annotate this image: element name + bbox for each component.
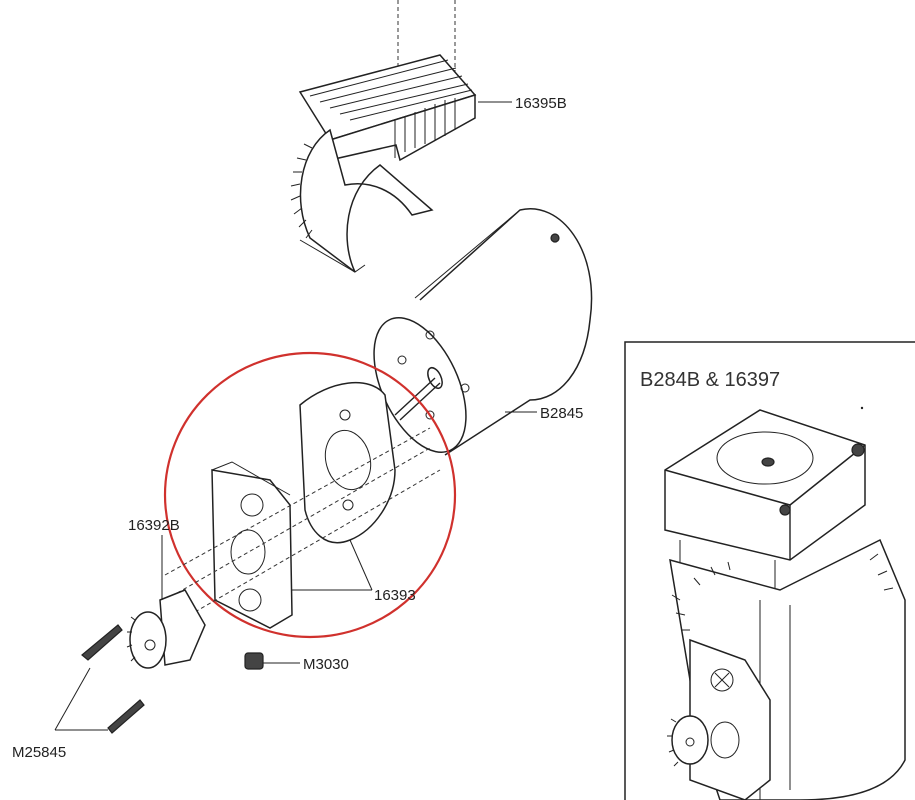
label-pinion: 16392B (128, 517, 180, 534)
inset-panel: B284B & 16397 (624, 341, 915, 800)
label-heatsink: 16395B (515, 95, 567, 112)
mount-plate-drawing (164, 382, 441, 629)
label-mount-plate: 16393 (374, 587, 416, 604)
set-screw-drawing (244, 652, 300, 670)
motor-drawing (373, 208, 593, 456)
highlight-circle (163, 351, 457, 639)
screws-drawing (54, 624, 145, 734)
fan-drawing (664, 409, 866, 590)
inset-title: B284B & 16397 (640, 369, 780, 391)
assembled-motor-drawing (667, 538, 906, 800)
heatsink-drawing (290, 0, 477, 273)
pinion-drawing (126, 535, 206, 669)
label-set-screw: M3030 (303, 656, 349, 673)
label-screws: M25845 (12, 744, 66, 761)
part-labels: 16395B B2845 16392B 16393 M3030 M25845 (12, 95, 583, 761)
label-motor: B2845 (540, 405, 583, 422)
